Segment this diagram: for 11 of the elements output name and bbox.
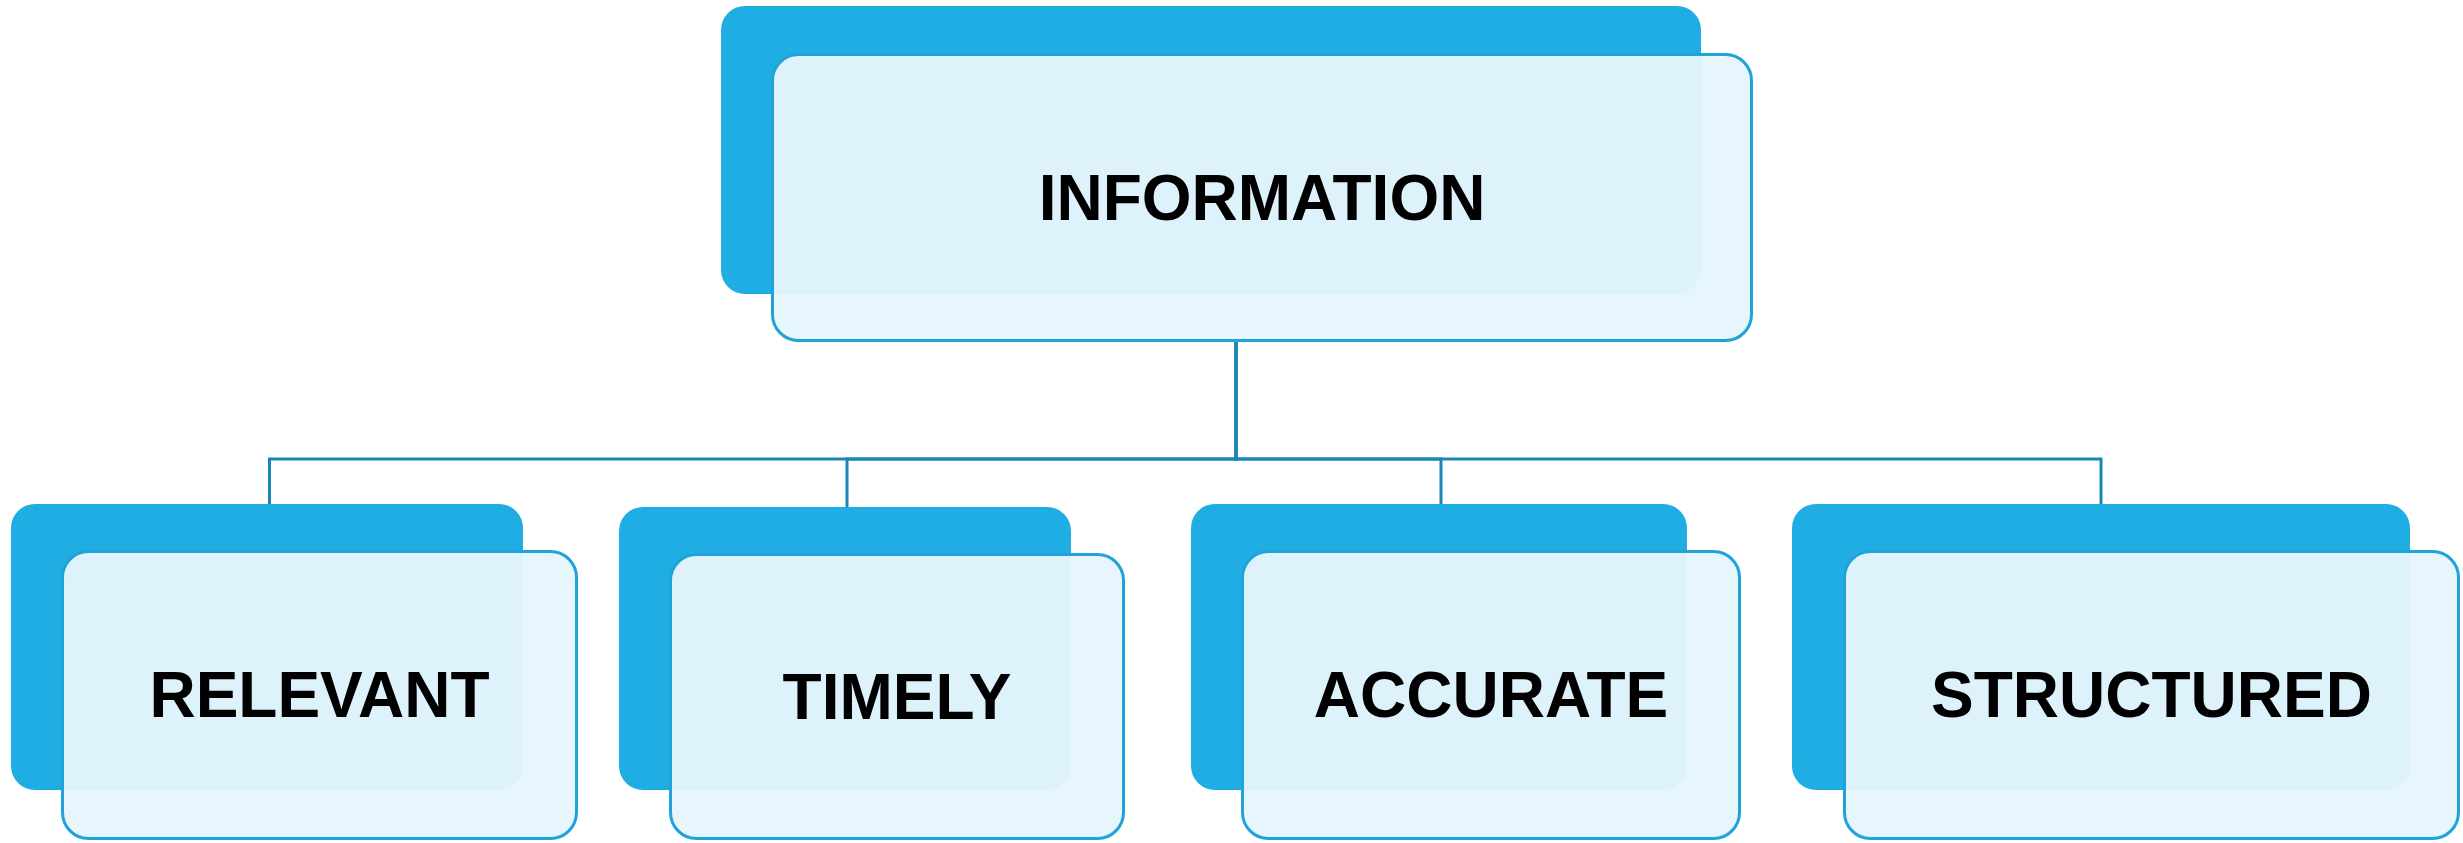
process-box xyxy=(619,507,1125,840)
process-box xyxy=(11,504,578,840)
box-label: RELEVANT xyxy=(149,658,490,732)
box-label: ACCURATE xyxy=(1313,658,1669,732)
process-box xyxy=(1792,504,2460,840)
connector-line xyxy=(1234,342,2103,504)
box-label: INFORMATION xyxy=(1038,160,1486,235)
box-label: TIMELY xyxy=(782,659,1012,734)
box-label: STRUCTURED xyxy=(1931,658,2372,732)
process-box xyxy=(721,6,1753,342)
process-box xyxy=(1191,504,1741,840)
